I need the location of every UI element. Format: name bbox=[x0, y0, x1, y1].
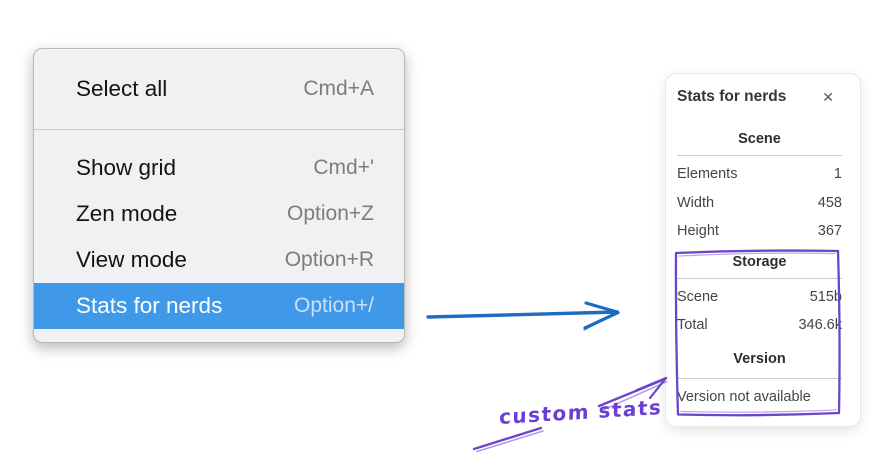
menu-section-top: Select all Cmd+A bbox=[34, 49, 404, 129]
stat-label: Width bbox=[677, 194, 715, 211]
close-icon[interactable]: ✕ bbox=[822, 89, 834, 105]
version-note: Version not available bbox=[677, 388, 811, 405]
section-divider bbox=[677, 377, 842, 379]
stat-value: 1 bbox=[833, 166, 842, 182]
section-scene: Scene Elements 1 Width 458 Height 367 bbox=[677, 129, 842, 246]
menu-item-shortcut: Option+R bbox=[284, 248, 374, 271]
menu-item-show-grid[interactable]: Show grid Cmd+' bbox=[34, 145, 404, 191]
stat-row-elements: Elements 1 bbox=[677, 160, 842, 189]
menu-item-zen-mode[interactable]: Zen mode Option+Z bbox=[34, 191, 404, 237]
stat-value: 458 bbox=[817, 194, 842, 211]
section-version: Version Version not available bbox=[677, 349, 842, 411]
stat-label: Total bbox=[677, 317, 708, 333]
stat-value: 346.6k bbox=[798, 317, 842, 333]
menu-section-bottom: Show grid Cmd+' Zen mode Option+Z View m… bbox=[34, 130, 404, 341]
menu-item-label: Stats for nerds bbox=[76, 293, 223, 318]
stat-value: 367 bbox=[817, 223, 842, 239]
menu-item-shortcut: Option+/ bbox=[294, 294, 374, 317]
menu-item-stats-for-nerds[interactable]: Stats for nerds Option+/ bbox=[34, 283, 404, 329]
stats-panel-header: Stats for nerds ✕ bbox=[677, 87, 842, 107]
annotation-label: custom stats bbox=[498, 394, 663, 430]
stat-row-total-storage: Total 346.6k bbox=[677, 311, 842, 340]
context-menu: Select all Cmd+A Show grid Cmd+' Zen mod… bbox=[33, 48, 405, 343]
stat-label: Height bbox=[677, 223, 719, 239]
stat-row-width: Width 458 bbox=[677, 189, 842, 218]
menu-item-shortcut: Option+Z bbox=[287, 202, 374, 225]
menu-item-shortcut: Cmd+' bbox=[313, 156, 374, 179]
panel-title: Stats for nerds bbox=[677, 88, 787, 105]
section-storage: Storage Scene 515b Total 346.6k bbox=[677, 252, 842, 340]
flow-arrow bbox=[426, 301, 620, 331]
menu-item-shortcut: Cmd+A bbox=[303, 77, 374, 100]
menu-item-select-all[interactable]: Select all Cmd+A bbox=[34, 66, 404, 112]
menu-divider bbox=[34, 129, 404, 130]
section-header: Storage bbox=[732, 253, 787, 270]
menu-item-label: Show grid bbox=[76, 155, 177, 180]
section-header: Scene bbox=[738, 131, 781, 147]
menu-item-label: View mode bbox=[76, 247, 187, 272]
stat-value: 515b bbox=[809, 288, 842, 305]
stat-label: Elements bbox=[677, 166, 738, 182]
section-divider bbox=[677, 155, 842, 156]
menu-item-label: Select all bbox=[76, 76, 168, 101]
stat-row-scene-storage: Scene 515b bbox=[677, 283, 842, 312]
section-divider bbox=[677, 277, 842, 279]
stat-label: Scene bbox=[677, 288, 719, 305]
menu-item-label: Zen mode bbox=[76, 201, 178, 226]
menu-item-view-mode[interactable]: View mode Option+R bbox=[34, 237, 404, 283]
section-header: Version bbox=[733, 350, 786, 367]
stat-row-height: Height 367 bbox=[677, 217, 842, 246]
stats-panel: Stats for nerds ✕ Scene Elements 1 Width… bbox=[665, 73, 861, 427]
